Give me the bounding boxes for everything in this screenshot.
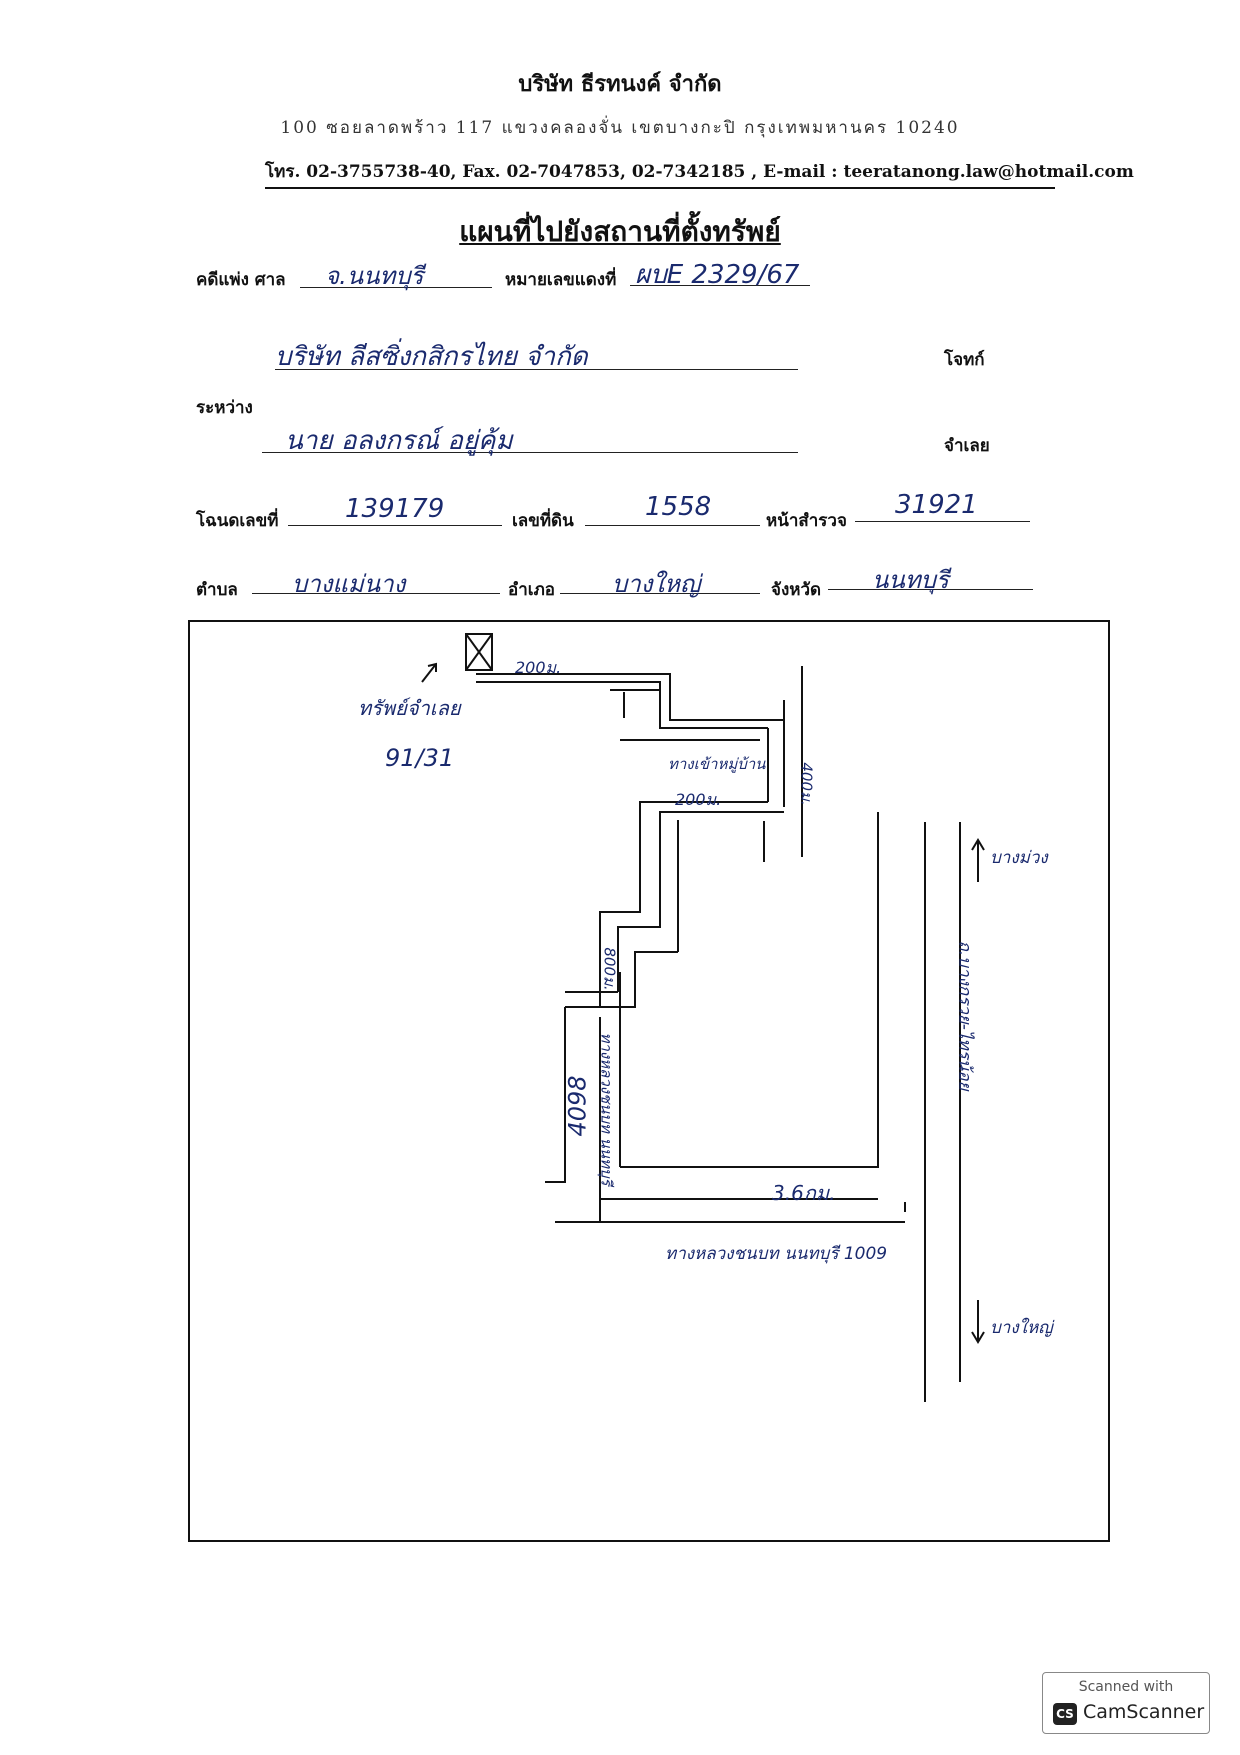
- distance-label-6: 3.6กม.: [772, 1181, 836, 1205]
- plaintiff-line: [275, 368, 798, 370]
- distance-label-1: 200ม.: [515, 658, 562, 677]
- direction-label-bottom: บางใหญ่: [990, 1318, 1053, 1338]
- property-arrowhead: [427, 662, 437, 672]
- page-title: แผนที่ไปยังสถานที่ตั้งทรัพย์: [459, 215, 781, 248]
- defendant-value: นาย อลงกรณ์ อยู่คุ้ม: [285, 426, 513, 456]
- plaintiff-label: โจทก์: [944, 350, 985, 370]
- province-line: [828, 588, 1033, 590]
- red-case-value: ผบE 2329/67: [635, 260, 800, 290]
- deed-value: 139179: [345, 494, 445, 524]
- stamp-caption: Scanned with: [1078, 1679, 1174, 1695]
- road-bottom-block: [620, 812, 879, 1168]
- arrow-up-head: [971, 838, 985, 851]
- camscanner-stamp: Scanned with CS CamScanner: [1042, 1672, 1210, 1734]
- land-no-label: เลขที่ดิน: [512, 511, 574, 531]
- district-value: บางใหญ่: [612, 570, 701, 598]
- red-case-label: หมายเลขแดงที่: [505, 270, 617, 290]
- location-map: [421, 633, 985, 1402]
- road-bottom-upper: [599, 1198, 878, 1222]
- camscanner-logo-icon: CS: [1053, 1703, 1077, 1725]
- road-label-vertical: ทางหลวงชนบท นนทบุรี: [597, 1032, 616, 1186]
- distance-label-4: 800ม.: [600, 947, 619, 991]
- province-value: นนทบุรี: [872, 566, 949, 594]
- district-label: อำเภอ: [508, 580, 555, 600]
- distance-label-2: 400ม.: [797, 762, 816, 806]
- company-contact: โทร. 02-3755738-40, Fax. 02-7047853, 02-…: [265, 158, 1134, 189]
- defendant-line: [262, 451, 798, 453]
- province-label: จังหวัด: [771, 580, 822, 600]
- red-case-line: [630, 284, 810, 286]
- deed-line: [288, 524, 502, 526]
- road-label-bottom: ทางหลวงชนบท นนทบุรี 1009: [665, 1244, 888, 1264]
- distance-label-5: 4098: [563, 1075, 592, 1137]
- deed-label: โฉนดเลขที่: [196, 511, 279, 531]
- road-mid-bend: [565, 951, 678, 1008]
- court-value: จ.นนทบุรี: [325, 262, 424, 290]
- land-no-line: [585, 524, 760, 526]
- subdistrict-label: ตำบล: [196, 580, 238, 600]
- road-top-inner: [476, 681, 768, 729]
- property-label: ทรัพย์จำเลย: [358, 696, 461, 720]
- land-no-value: 1558: [645, 492, 712, 522]
- road-label-right: ถ.บางกรวย-ไทรน้อย: [954, 940, 975, 1091]
- company-address: 100 ซอยลาดพร้าว 117 แขวงคลองจั่น เขตบางก…: [280, 118, 960, 138]
- property-marker: [465, 633, 493, 671]
- road-left-outer: [545, 1007, 566, 1183]
- plaintiff-value: บริษัท ลีสซิ่งกสิกรไทย จำกัด: [275, 342, 588, 372]
- survey-line: [855, 520, 1030, 522]
- defendant-label: จำเลย: [944, 436, 990, 456]
- district-line: [560, 592, 760, 594]
- company-name: บริษัท ธีรทนงค์ จำกัด: [518, 71, 722, 97]
- road-top-outer: [476, 673, 785, 721]
- stamp-brand: CamScanner: [1083, 1701, 1205, 1723]
- road-mid-inner: [617, 811, 784, 992]
- between-label: ระหว่าง: [196, 398, 253, 418]
- road-mid-outer: [599, 801, 768, 1008]
- direction-label-top: บางม่วง: [990, 848, 1048, 868]
- survey-value: 31921: [895, 490, 978, 520]
- road-label-entrance: ทางเข้าหมู่บ้าน: [668, 755, 766, 773]
- case-label: คดีแพ่ง ศาล: [196, 270, 286, 290]
- subdistrict-line: [252, 592, 500, 594]
- property-marker-cross-2: [465, 633, 493, 671]
- house-number: 91/31: [385, 744, 455, 772]
- property-arrow: [421, 663, 437, 683]
- arrow-down-head: [971, 1331, 985, 1344]
- map-frame: ทรัพย์จำเลย 91/31 200ม. 400ม. 200ม. 800ม…: [188, 620, 1110, 1542]
- distance-label-3: 200ม.: [675, 790, 722, 809]
- court-line: [300, 286, 492, 288]
- survey-label: หน้าสำรวจ: [766, 511, 847, 531]
- subdistrict-value: บางแม่นาง: [292, 570, 406, 598]
